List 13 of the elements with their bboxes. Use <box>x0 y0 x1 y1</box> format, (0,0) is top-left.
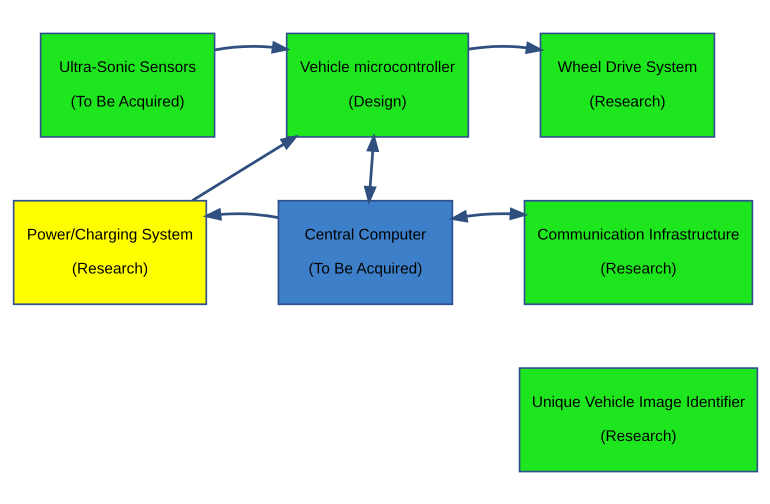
node-box: Central Computer (To Be Acquired) <box>277 199 453 305</box>
arrow <box>191 134 298 202</box>
arrow <box>214 40 290 54</box>
node-box: Vehicle microcontroller (Design) <box>285 32 469 138</box>
node-box: Unique Vehicle Image Identifier (Research) <box>518 366 758 472</box>
arrow <box>468 40 544 54</box>
node-box: Communication Infrastructure (Research) <box>523 199 753 305</box>
arrow <box>448 206 528 222</box>
node-box: Power/Charging System (Research) <box>12 199 207 305</box>
node-box: Ultra-Sonic Sensors (To Be Acquired) <box>39 32 215 138</box>
arrow <box>363 132 379 204</box>
arrow <box>202 207 278 220</box>
node-box: Wheel Drive System (Research) <box>539 32 715 138</box>
